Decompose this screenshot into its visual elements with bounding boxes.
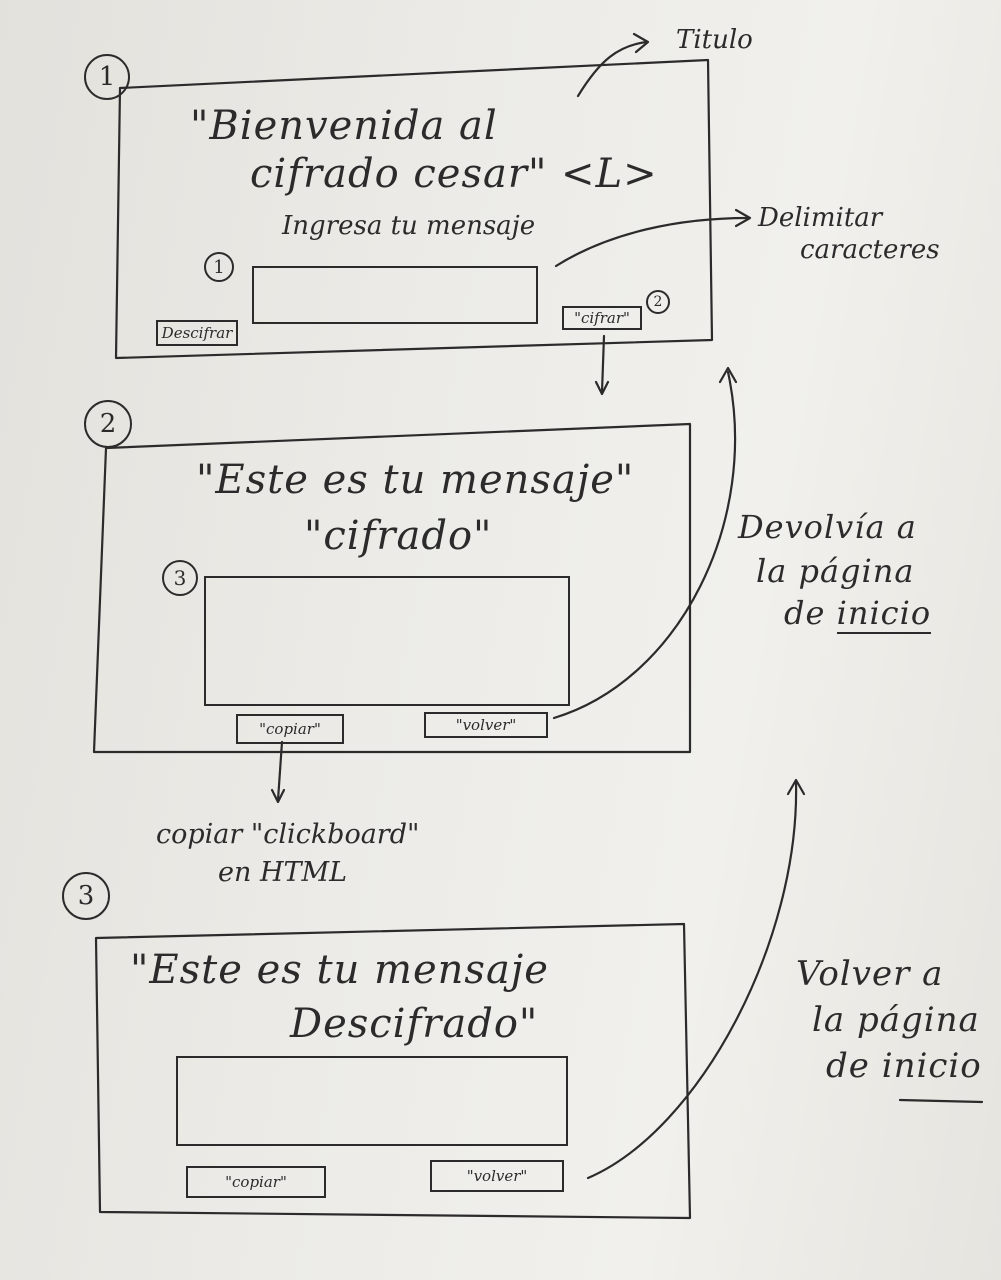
note-titulo: Titulo (676, 25, 753, 55)
frame-1-title-line-1: "Bienvenida al (190, 103, 498, 149)
back-button-decrypted[interactable]: "volver" (430, 1160, 564, 1192)
frame-1-title-line-2: cifrado cesar" <L> (250, 151, 658, 197)
encrypt-number: 2 (653, 294, 663, 310)
output-number: 3 (173, 566, 187, 590)
copy-button-decrypted[interactable]: "copiar" (186, 1166, 326, 1198)
arrow-to-delimitar (554, 216, 750, 268)
decrypt-button[interactable]: Descifrar (156, 320, 238, 346)
step-2-badge: 2 (84, 400, 132, 448)
note-back-inicio: inicio (881, 1046, 982, 1086)
back-button-encrypted[interactable]: "volver" (424, 712, 548, 738)
encrypt-number-badge: 2 (646, 290, 670, 314)
step-1-badge: 1 (84, 54, 130, 100)
frame-1-prompt: Ingresa tu mensaje (282, 211, 536, 241)
arrow-volver-2-up (586, 780, 798, 1180)
input-number: 1 (213, 256, 225, 278)
note-back-line-3: de inicio (826, 1046, 982, 1086)
step-1-number: 1 (98, 62, 116, 92)
step-2-number: 2 (99, 409, 117, 439)
output-number-badge: 3 (162, 560, 198, 596)
arrow-copiar-down (276, 740, 284, 802)
decrypted-output-box (176, 1056, 568, 1146)
note-return-line-1: Devolvía a (738, 508, 917, 546)
note-return-prefix: de (784, 594, 837, 632)
note-copy-line-1: copiar "clickboard" (156, 819, 420, 850)
arrow-to-titulo (576, 40, 648, 98)
step-3-number: 3 (77, 881, 95, 911)
frame-2-outline (92, 422, 692, 754)
note-return-inicio: inicio (836, 594, 932, 634)
frame-2-title-line-1: "Este es tu mensaje" (196, 457, 635, 503)
encrypted-output-box (204, 576, 570, 706)
note-return-line-2: la página (756, 552, 915, 590)
frame-2-title-line-2: "cifrado" (304, 513, 493, 559)
note-back-line-2: la página (812, 1000, 980, 1040)
inicio-double-underline (898, 1098, 984, 1104)
frame-3-title-line-1: "Este es tu mensaje (130, 947, 549, 993)
note-return-line-3: de inicio (784, 594, 932, 634)
arrow-volver-1-up (552, 370, 737, 720)
step-3-badge: 3 (62, 872, 110, 920)
copy-button-encrypted[interactable]: "copiar" (236, 714, 344, 744)
note-back-prefix: de (826, 1046, 882, 1086)
note-delimitar-line-1: Delimitar (758, 203, 883, 233)
frame-1-outline (114, 58, 714, 360)
frame-3-title-line-2: Descifrado" (290, 1001, 539, 1047)
frame-3-outline (94, 922, 692, 1220)
note-delimitar-line-2: caracteres (800, 235, 940, 265)
encrypt-button[interactable]: "cifrar" (562, 306, 642, 330)
arrow-cifrar-down (600, 334, 606, 394)
note-copy-line-2: en HTML (218, 857, 348, 888)
input-number-badge: 1 (204, 252, 234, 282)
note-back-line-1: Volver a (796, 954, 944, 994)
message-input[interactable] (252, 266, 538, 324)
